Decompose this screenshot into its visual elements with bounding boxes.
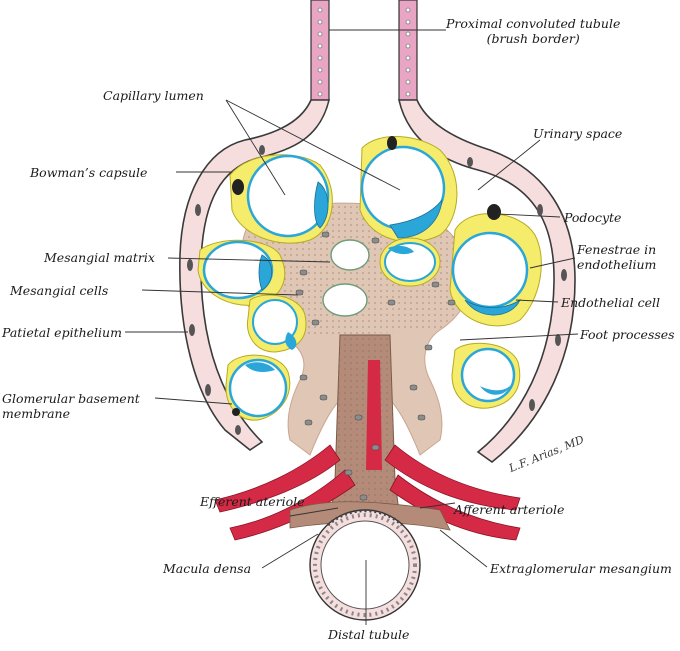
label-fenestrae: Fenestrae in endothelium [577,242,656,272]
label-proximal-tubule-line2: (brush border) [486,31,580,46]
distal-tubule [309,509,421,621]
label-fenestrae-line2: endothelium [577,257,657,272]
label-proximal-tubule: Proximal convoluted tubule (brush border… [446,16,620,46]
label-macula-densa: Macula densa [163,561,252,576]
mesangial-cells [295,231,456,501]
label-bowmans-capsule: Bowman’s capsule [30,165,148,180]
label-distal-tubule: Distal tubule [328,627,410,642]
label-mesangial-cells: Mesangial cells [10,283,109,298]
label-extraglomerular-mesangium: Extraglomerular mesangium [490,561,672,576]
label-podocyte: Podocyte [564,210,622,225]
proximal-tubule [310,0,418,101]
leader-lines [125,29,579,625]
label-urinary-space: Urinary space [533,126,623,141]
label-afferent-arteriole: Afferent arteriole [454,502,565,517]
label-fenestrae-line1: Fenestrae in [577,242,657,257]
label-capillary-lumen: Capillary lumen [103,88,204,103]
label-efferent-ateriole: Efferent ateriole [200,494,305,509]
label-proximal-tubule-line1: Proximal convoluted tubule [446,16,621,31]
capillary-loops [197,136,542,421]
label-gbm-line1: Glomerular basement [2,391,140,406]
label-patietal-epithelium: Patietal epithelium [2,325,122,340]
label-foot-processes: Foot processes [580,327,675,342]
label-glomerular-basement-membrane: Glomerular basement membrane [2,391,140,421]
label-mesangial-matrix: Mesangial matrix [44,250,155,265]
label-gbm-line2: membrane [2,406,70,421]
label-endothelial-cell: Endothelial cell [561,295,660,310]
